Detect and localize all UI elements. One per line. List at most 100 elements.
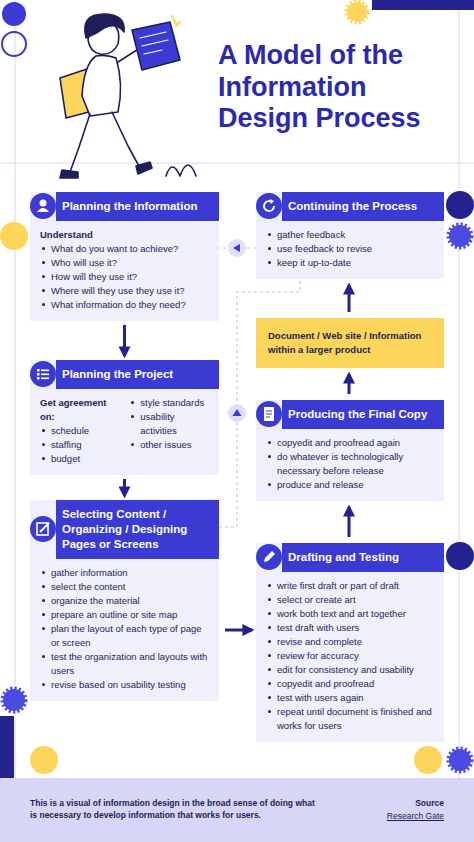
list-row: Where will they use they use it? [40,284,209,298]
list-row: produce and release [266,478,434,492]
output-box: Document / Web site / Information within… [256,318,444,368]
bullet-dot [268,261,271,264]
bullet-text: do whatever is technologically necessary… [277,450,434,478]
bullet-dot [268,668,271,671]
list-row: prepare an outline or site map [40,608,209,622]
bullet-text: copyedit and proofread again [277,436,400,450]
list-row: Get agreement on: [40,396,119,424]
flow-connector [124,325,125,356]
list-row: Who will use it? [40,256,209,270]
bullet-text: test the organization and layouts with u… [51,650,209,678]
bullet-text: test draft with users [277,621,359,635]
step-icon [256,544,282,570]
output-text: Document / Web site / Information within… [268,329,432,357]
step-icon [30,516,56,542]
flow-connector [349,507,350,537]
bullet-dot [42,599,45,602]
list-row: copyedit and proofread [266,677,434,691]
bullet-text: plan the layout of each type of page or … [51,622,209,650]
step-icon [256,401,282,427]
dot-ornament [30,746,58,774]
bullet-text: write first draft or part of draft [277,579,399,593]
source-heading: Source [415,797,444,809]
side-bar [0,716,14,778]
bullet-text: gather feedback [277,228,345,242]
source-link: Research Gate [387,810,444,822]
list-row: What information do they need? [40,298,209,312]
bullet-dot [268,598,271,601]
bullet-text: Where will they use they use it? [51,284,185,298]
text-column: style standardsusability activitiesother… [129,396,209,466]
bullet-text: prepare an outline or site map [51,608,177,622]
list-row: repeat until document is finished and wo… [266,705,434,733]
list-row: revise and complete [266,635,434,649]
flower-ornament [3,689,25,711]
text-column: gather feedbackuse feedback to revisekee… [266,228,434,270]
bullet-dot [42,429,45,432]
title: A Model of the Information Design Proces… [218,40,463,135]
list-row: do whatever is technologically necessary… [266,450,434,478]
list-row: budget [40,452,119,466]
bullet-dot [268,710,271,713]
connector-line [123,325,126,356]
arrowhead [233,409,242,416]
text-column: UnderstandWhat do you want to achieve?Wh… [40,228,209,312]
bullet-dot [268,441,271,444]
direction-badge [228,404,246,422]
bullet-text: copyedit and proofread [277,677,374,691]
list-row: select the content [40,580,209,594]
list-row: gather information [40,566,209,580]
list-row: What do you want to achieve? [40,242,209,256]
bullet-dot [42,289,45,292]
bullet-dot [268,654,271,657]
person-illustration [60,14,196,178]
step-icon [30,361,56,387]
connector-line [348,507,351,537]
list-row: test the organization and layouts with u… [40,650,209,678]
text-column: Get agreement on:schedulestaffingbudget [40,396,119,466]
bullet-dot [268,696,271,699]
list-row: select or create art [266,593,434,607]
dot-ornament [446,542,474,570]
bullet-dot [42,443,45,446]
box-heading: Selecting Content / Organizing / Designi… [56,500,219,559]
bullet-text: What information do they need? [51,298,186,312]
bullet-dot [268,247,271,250]
bullet-dot [42,613,45,616]
bullet-dot [42,303,45,306]
footer-band [0,778,474,842]
arrowhead [233,244,240,252]
list-lead: Understand [40,228,93,242]
flow-connector [225,630,252,631]
bullet-dot [131,415,134,418]
process-box: Planning the InformationUnderstandWhat d… [30,192,219,321]
list-row: Understand [40,228,209,242]
box-body: gather feedbackuse feedback to revisekee… [256,221,444,279]
list-row: style standards [129,396,209,410]
box-heading: Producing the Final Copy [282,400,444,429]
list-row: test draft with users [266,621,434,635]
list-row: organize the material [40,594,209,608]
box-heading: Drafting and Testing [282,543,444,572]
box-body: Get agreement on:schedulestaffingbudgets… [30,389,219,475]
list-row: review for accuracy [266,649,434,663]
flower-ornament [449,749,471,771]
list-lead: Get agreement on: [40,396,119,424]
list-row: test with users again [266,691,434,705]
dot-ornament [0,222,28,250]
bullet-dot [268,584,271,587]
list-row: staffing [40,438,119,452]
text-column: copyedit and proofread againdo whatever … [266,436,434,492]
direction-badge [228,239,246,257]
caption: This is a visual of information design i… [30,797,320,821]
step-icon [30,193,56,219]
list-row: other issues [129,438,209,452]
bullet-dot [42,585,45,588]
flow-connector [219,239,256,257]
bullet-text: revise based on usability testing [51,678,186,692]
list-row: schedule [40,424,119,438]
connector-line [348,285,351,312]
bullet-text: staffing [51,438,81,452]
bullet-text: revise and complete [277,635,362,649]
box-body: write first draft or part of draftselect… [256,572,444,742]
